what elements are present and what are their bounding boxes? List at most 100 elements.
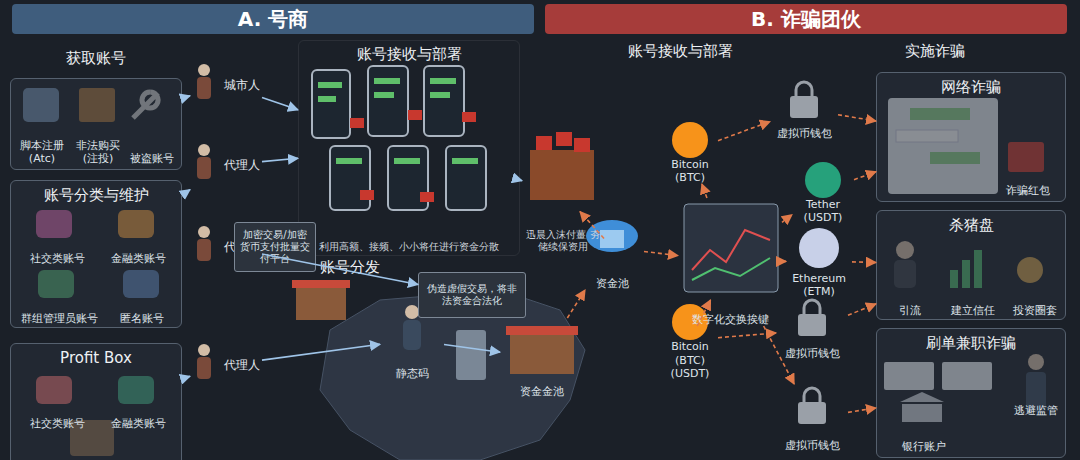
icon-item: 社交类账号 xyxy=(17,209,97,265)
flow-arrow xyxy=(838,115,876,121)
red-envelopes-part xyxy=(556,132,572,146)
node-label: 金融类账号 xyxy=(111,252,166,265)
icon-item: 建立信任 xyxy=(941,239,1005,317)
flow-arrow xyxy=(848,408,876,412)
flow-arrow xyxy=(848,304,876,315)
node-label: A. 号商 xyxy=(238,7,308,31)
node-label: 群组管理员账号 xyxy=(21,312,98,325)
node-label: 投资圈套 xyxy=(1013,304,1057,317)
process-group: 迅晨入沫付薑 夯储续保资用 xyxy=(522,130,604,255)
node-label: 被盗账号 xyxy=(130,152,174,165)
shop-icons-part xyxy=(506,326,578,335)
flow-arrow xyxy=(854,172,876,180)
icon-item: 群组管理员账号 xyxy=(13,269,105,325)
actor-node: 城市人 xyxy=(190,60,262,110)
node-label: 代理人 xyxy=(224,358,260,372)
icon-item: Ethereum (ETM) xyxy=(786,224,852,298)
panel-box: 账号分类与维护社交类账号 金融类账号群组管理员账号 匿名账号 xyxy=(10,180,182,328)
person-icons-part xyxy=(198,144,210,156)
node-label: 非法购买 (注投) xyxy=(71,139,125,165)
actor-node: 代理人 xyxy=(190,140,262,190)
chat-bars-part xyxy=(374,92,394,98)
node-label: Profit Box xyxy=(11,349,181,367)
chat-bars-part xyxy=(374,78,400,84)
phone-icons-part xyxy=(424,66,464,136)
red-envelopes-part xyxy=(462,112,476,122)
icon-item: 金融类账号 xyxy=(99,374,177,430)
phone-icons-part xyxy=(446,146,486,210)
actor-node: 代理人 xyxy=(190,340,262,390)
person-icons-part xyxy=(197,357,211,379)
flow-arrow xyxy=(718,122,770,141)
flow-arrow xyxy=(702,184,707,198)
node-body: 利用高额、接频、小小将任进行资金分散 xyxy=(313,241,505,253)
wallet-locks-part xyxy=(798,314,826,336)
icon-item: Bitcoin (BTC) (USDT) xyxy=(662,300,718,380)
section-band: B. 诈骗团伙 xyxy=(545,4,1067,34)
shop-icons-part xyxy=(510,334,574,374)
icon-item: 虚拟币钱包 xyxy=(776,300,848,360)
node-label: 伪造虚假交易，将非法资金合法化 xyxy=(423,283,521,307)
icon-item: 虚拟币钱包 xyxy=(776,384,848,452)
flow-arrow xyxy=(444,344,500,352)
node-label: 虚拟币钱包 xyxy=(785,347,840,360)
flow-arrow xyxy=(182,96,190,98)
red-envelopes-part xyxy=(360,190,374,200)
chat-bars-part xyxy=(452,158,478,164)
wallet-locks-part xyxy=(804,300,820,314)
icon-item: 虚拟币钱包 xyxy=(770,78,838,140)
node-label: 虚拟币钱包 xyxy=(785,439,840,452)
icon-item: 银行账户 xyxy=(881,391,967,453)
red-envelopes-part xyxy=(408,110,422,120)
shop-icons-part xyxy=(456,330,486,380)
icon-item: Tether (USDT) xyxy=(792,158,854,224)
node-label: 社交类账号 xyxy=(30,417,85,430)
node-label: 账号分类与维护 xyxy=(11,186,181,204)
note-box: 加密交易/加密货币支付批量交付平台 xyxy=(234,222,316,272)
red-envelopes-part xyxy=(420,192,434,202)
person-icons xyxy=(197,64,421,379)
node-label: 资金池 xyxy=(596,277,629,290)
node-label: 静态码 xyxy=(396,367,429,380)
phone-icons xyxy=(312,66,486,210)
flow-arrow xyxy=(782,261,786,263)
panel-box: 网络诈骗诈骗红包 xyxy=(876,72,1066,202)
flow-arrow xyxy=(262,158,298,161)
flow-arrow xyxy=(782,215,792,223)
cloud-icon-part xyxy=(600,230,624,248)
icon-item: 社交类账号 xyxy=(17,374,97,430)
phone-icons-part xyxy=(330,146,370,210)
exchange-screen-part xyxy=(692,258,770,280)
icon-item: 静态码 xyxy=(380,300,444,380)
node-label: 诈骗红包 xyxy=(1006,184,1050,197)
node-label: 匿名账号 xyxy=(120,312,164,325)
section-heading: 账号分发 xyxy=(300,258,400,277)
section-heading: 账号接收与部署 xyxy=(615,42,745,61)
person-icons-part xyxy=(403,320,421,350)
note-box: 伪造虚假交易，将非法资金合法化 xyxy=(418,272,526,318)
panel-box: 刷单兼职诈骗银行账户逃避监管 xyxy=(876,328,1066,458)
process-group: 账号接收与部署利用高额、接频、小小将任进行资金分散 xyxy=(298,40,520,256)
flow-arrow xyxy=(852,261,876,263)
icon-item: 脚本注册 (Atc) xyxy=(15,85,69,165)
red-envelopes-part xyxy=(574,138,590,152)
node-label: 杀猪盘 xyxy=(877,216,1065,234)
exchange-screen-part xyxy=(684,204,778,292)
phone-icons-part xyxy=(368,66,408,136)
panel-box: 获取账号脚本注册 (Atc)非法购买 (注投)被盗账号 xyxy=(10,78,182,170)
node-label: 社交类账号 xyxy=(30,252,85,265)
node-label: 建立信任 xyxy=(951,304,995,317)
node-label: B. 诈骗团伙 xyxy=(751,7,861,31)
icon-item: Bitcoin (BTC) xyxy=(662,118,718,184)
coin-icons-part xyxy=(799,228,839,268)
exchange-screen xyxy=(684,204,778,292)
wallet-locks-part xyxy=(796,82,812,96)
person-icons-part xyxy=(198,64,210,76)
flow-arrow xyxy=(262,97,298,109)
chat-bars xyxy=(318,78,478,164)
flow-arrow xyxy=(182,376,190,378)
chat-bars-part xyxy=(318,82,342,88)
flow-arrow xyxy=(520,179,522,181)
coin-icons-part xyxy=(672,122,708,158)
person-icons-part xyxy=(197,157,211,179)
